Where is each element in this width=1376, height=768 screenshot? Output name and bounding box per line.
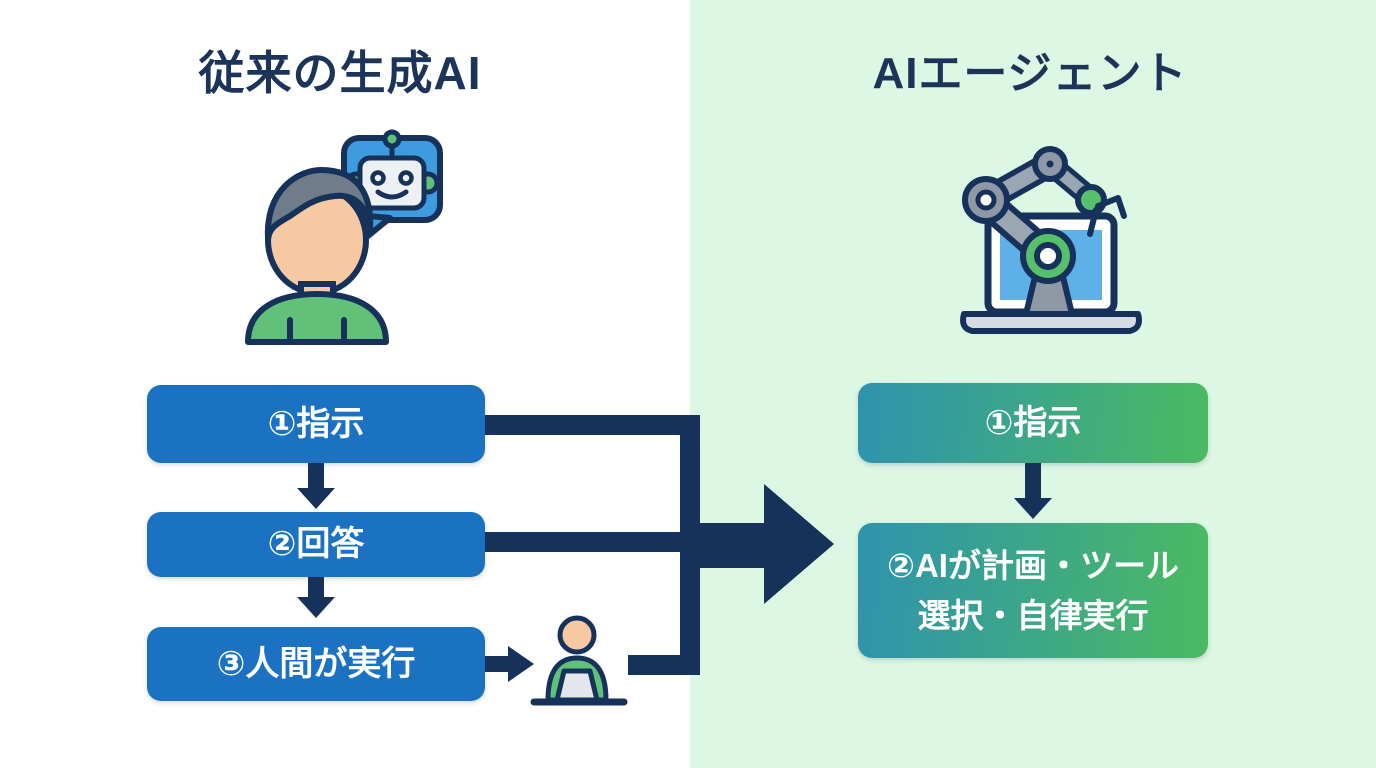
right-step-1-instruction: ①指示	[858, 383, 1208, 463]
right-step-2-ai-autonomous: ②AIが計画・ツール 選択・自律実行	[858, 523, 1208, 658]
big-right-arrow-shaft	[698, 523, 764, 568]
left-panel-title: 従来の生成AI	[198, 47, 482, 99]
right-down-arrow-head	[1014, 498, 1052, 519]
right-step-2-line-1: ②AIが計画・ツール	[887, 547, 1179, 584]
connector-step2-to-trunk	[485, 532, 680, 552]
person-chatbot-icon	[222, 128, 450, 346]
left-step-2-answer: ②回答	[147, 512, 485, 577]
right-step-2-line-2: 選択・自律実行	[917, 596, 1149, 634]
left-down-arrow-2-head	[297, 597, 335, 618]
connector-executor-to-trunk	[628, 655, 700, 675]
left-down-arrow-1-head	[297, 488, 335, 509]
right-down-arrow-shaft	[1025, 463, 1041, 499]
executor-arrow-head	[508, 646, 534, 682]
left-step-1-instruction: ①指示	[147, 385, 485, 463]
left-step-3-human-executes: ③人間が実行	[147, 627, 485, 701]
big-right-arrow-head	[764, 484, 834, 604]
left-down-arrow-1-shaft	[308, 463, 324, 489]
merge-trunk	[680, 415, 700, 675]
connector-step1-to-trunk	[485, 415, 700, 435]
right-panel-title: AIエージェント	[872, 49, 1188, 98]
person-at-laptop-icon	[527, 604, 633, 710]
left-down-arrow-2-shaft	[308, 577, 324, 598]
executor-arrow-shaft	[485, 656, 509, 672]
robot-arm-laptop-icon	[930, 138, 1142, 350]
